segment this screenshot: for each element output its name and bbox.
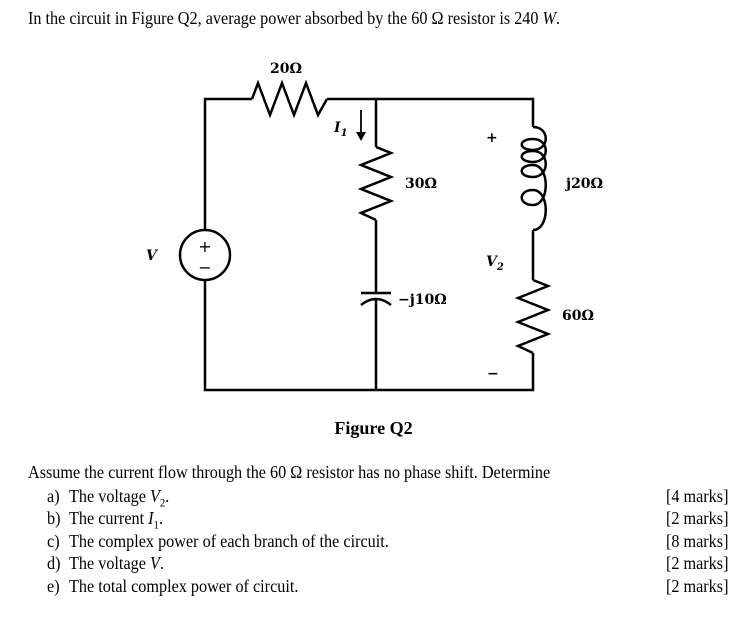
- item-marks: [2 marks]: [665, 553, 728, 574]
- item-marks: [2 marks]: [665, 508, 728, 529]
- figure-caption: Figure Q2: [334, 418, 413, 438]
- label-source-v: V: [146, 248, 159, 264]
- inductor: [520, 125, 547, 232]
- item-letter: c): [47, 530, 60, 551]
- intro-text: In the circuit in Figure Q2, average pow…: [28, 8, 561, 28]
- item-text: The voltage V2.: [69, 486, 170, 510]
- item-marks: [8 marks]: [665, 530, 728, 551]
- wire-left: [203, 97, 252, 230]
- circuit-diagram: 20Ω I1 30Ω −j10Ω + V2 − j20Ω 60Ω V + −: [146, 61, 603, 392]
- label-i1: I1: [333, 120, 348, 139]
- item-text: The complex power of each branch of the …: [69, 530, 389, 551]
- item-letter: e): [47, 575, 60, 596]
- item-text: The voltage V.: [69, 553, 164, 574]
- item-marks: [4 marks]: [665, 486, 728, 506]
- label-60-ohm: 60Ω: [562, 308, 594, 324]
- label-v2: V2: [486, 254, 504, 273]
- label-30-ohm: 30Ω: [405, 176, 437, 192]
- item-text: The total complex power of circuit.: [69, 575, 299, 596]
- wire-bottom: [203, 280, 535, 392]
- resistor-20: [250, 79, 329, 119]
- resistor-30: [357, 145, 395, 222]
- item-letter: d): [47, 553, 61, 574]
- item-letter: b): [47, 508, 61, 529]
- resistor-60: [514, 278, 552, 355]
- label-v2-minus: −: [487, 366, 499, 382]
- capacitor-plate-curved: [360, 297, 392, 307]
- item-letter: a): [47, 486, 60, 506]
- source-minus: −: [198, 258, 211, 277]
- voltage-source: [178, 228, 232, 282]
- label-inductor: j20Ω: [564, 176, 603, 192]
- question-lead: Assume the current flow through the 60 Ω…: [28, 462, 551, 482]
- label-capacitor: −j10Ω: [398, 292, 447, 308]
- arrow-head-icon: [356, 132, 366, 141]
- item-marks: [2 marks]: [665, 575, 728, 596]
- label-v2-plus: +: [486, 130, 498, 146]
- wire-top: [327, 97, 535, 127]
- item-text: The current I1.: [69, 508, 164, 532]
- label-20-ohm: 20Ω: [270, 61, 302, 77]
- source-plus: +: [198, 237, 211, 256]
